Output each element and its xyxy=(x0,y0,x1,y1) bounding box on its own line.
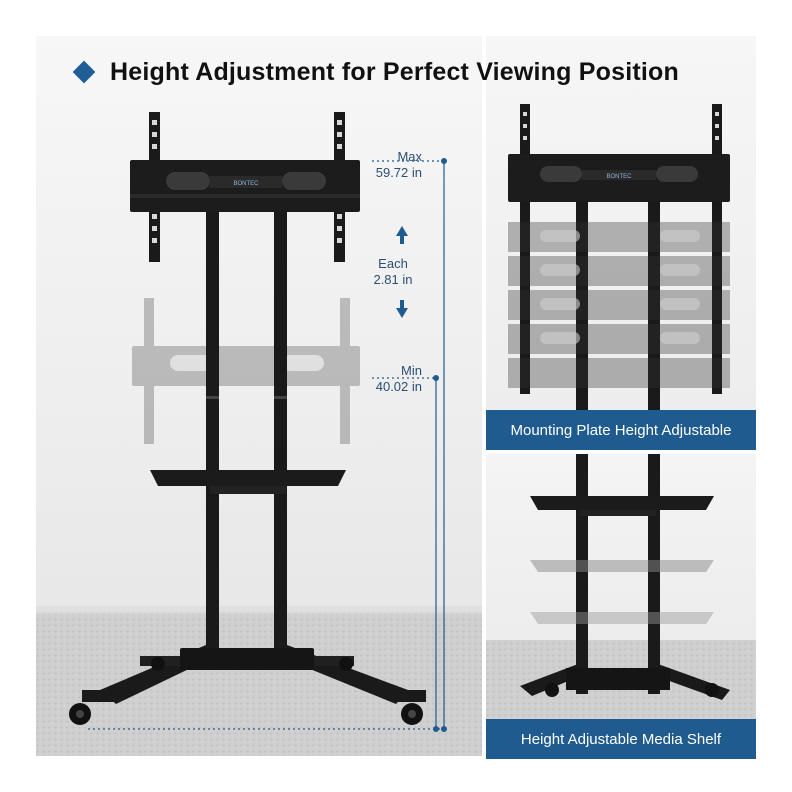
mounting-plate-scene: BONTEC xyxy=(508,104,730,414)
max-value: 59.72 in xyxy=(375,165,422,180)
arrow-down-icon xyxy=(396,308,408,318)
left-stand-scene: BONTEC xyxy=(36,112,482,756)
height-dimension-lines xyxy=(88,160,445,730)
dimension-endpoints xyxy=(433,158,447,732)
min-label: Min xyxy=(401,363,422,378)
arrow-up-icon xyxy=(396,226,408,236)
right-pole xyxy=(274,212,287,652)
step-height-label: Each 2.81 in xyxy=(358,256,428,288)
media-shelf-scene xyxy=(486,454,756,756)
step-value: 2.81 in xyxy=(373,272,413,287)
max-label: Max xyxy=(397,149,422,164)
min-position-mount-ghost xyxy=(132,298,360,444)
mounting-plate-caption: Mounting Plate Height Adjustable xyxy=(486,410,756,450)
step-arrows xyxy=(396,226,408,318)
floor xyxy=(36,612,482,756)
heading-title: Height Adjustment for Perfect Viewing Po… xyxy=(110,57,679,86)
min-value: 40.02 in xyxy=(375,379,422,394)
brand-logo-right: BONTEC xyxy=(606,174,632,180)
media-shelf-caption: Height Adjustable Media Shelf xyxy=(486,719,756,759)
brand-logo: BONTEC xyxy=(233,181,259,187)
min-height-label: Min 40.02 in xyxy=(338,363,422,395)
mounting-plate-photo-panel xyxy=(486,36,756,450)
left-pole xyxy=(206,212,219,652)
max-height-label: Max 59.72 in xyxy=(338,149,422,181)
diamond-icon xyxy=(72,60,96,84)
page-heading: Height Adjustment for Perfect Viewing Po… xyxy=(72,52,752,92)
media-shelf xyxy=(150,470,346,486)
step-label: Each xyxy=(378,256,408,271)
base-crossbar xyxy=(180,648,314,670)
caster-wheels xyxy=(69,657,423,725)
